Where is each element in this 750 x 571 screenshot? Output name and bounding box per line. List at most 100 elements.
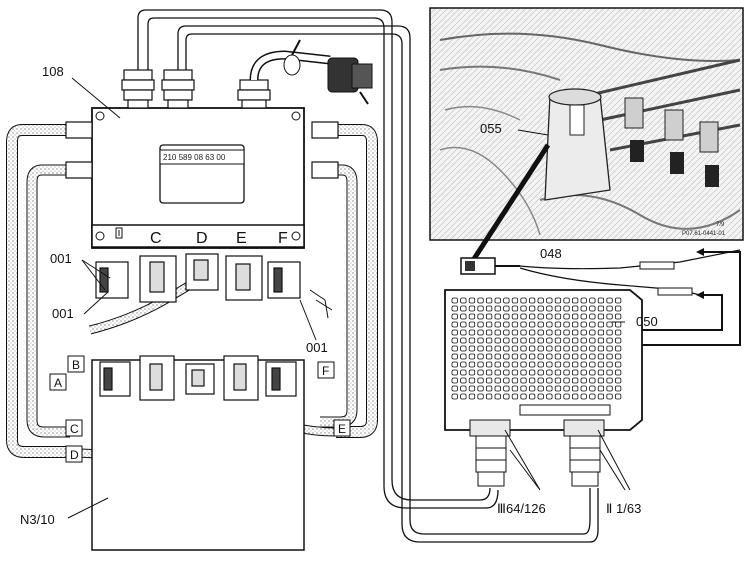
heat-sink-cell: [546, 377, 553, 384]
heat-sink-cell: [520, 361, 527, 368]
connector-label-d: D: [196, 230, 208, 247]
heat-sink-cell: [460, 361, 467, 368]
heat-sink-cell: [537, 297, 544, 304]
heat-sink-cell: [597, 337, 605, 344]
heat-sink-cell: [511, 369, 519, 376]
heat-sink-cell: [485, 369, 493, 376]
heat-sink-cell: [554, 361, 562, 368]
heat-sink-cell: [563, 385, 570, 392]
heat-sink-cell: [511, 361, 519, 368]
heat-sink-cell: [580, 329, 587, 336]
heat-sink-cell: [477, 321, 484, 328]
heat-sink-cell: [572, 385, 579, 392]
heat-sink-cell: [537, 305, 544, 312]
heat-sink-cell: [451, 329, 458, 336]
heat-sink-cell: [494, 353, 501, 360]
connector-label-c: C: [150, 230, 162, 247]
heat-sink-cell: [537, 329, 544, 336]
heat-sink-cell: [537, 393, 544, 400]
heat-sink-cell: [615, 393, 622, 400]
heat-sink-cell: [554, 305, 562, 312]
heat-sink-cell: [615, 377, 622, 384]
heat-sink-cell: [529, 377, 536, 384]
tag-d: D: [70, 448, 79, 462]
heat-sink-cell: [494, 369, 501, 376]
label-001-top: 001: [50, 251, 72, 266]
heat-sink-cell: [589, 337, 596, 344]
heat-sink-cell: [580, 297, 587, 304]
heat-sink-cell: [468, 297, 476, 304]
heat-sink-cell: [563, 345, 570, 352]
heat-sink-cell: [537, 385, 544, 392]
heat-sink-cell: [520, 313, 527, 320]
heat-sink-cell: [589, 361, 596, 368]
heat-sink-cell: [494, 385, 501, 392]
heat-sink-cell: [563, 353, 570, 360]
heat-sink-cell: [485, 377, 493, 384]
heat-sink-cell: [520, 345, 527, 352]
tag-f: F: [322, 364, 329, 378]
label-n3-10: N3/10: [20, 512, 55, 527]
heat-sink-cell: [520, 377, 527, 384]
heat-sink-cell: [546, 361, 553, 368]
heat-sink-cell: [606, 305, 613, 312]
heat-sink-cell: [615, 297, 622, 304]
heat-sink-cell: [554, 377, 562, 384]
heat-sink-cell: [589, 377, 596, 384]
heat-sink-cell: [451, 345, 458, 352]
heat-sink-cell: [485, 361, 493, 368]
heat-sink-cell: [529, 345, 536, 352]
heat-sink-cell: [563, 377, 570, 384]
heat-sink-cell: [537, 369, 544, 376]
heat-sink-cell: [563, 313, 570, 320]
heat-sink-cell: [503, 377, 510, 384]
heat-sink-cell: [597, 313, 605, 320]
heat-sink-cell: [485, 329, 493, 336]
heat-sink-cell: [494, 337, 501, 344]
heat-sink-cell: [477, 377, 484, 384]
heat-sink-cell: [520, 329, 527, 336]
heat-sink-cell: [606, 361, 613, 368]
heat-sink-cell: [546, 337, 553, 344]
heat-sink-cell: [572, 369, 579, 376]
heat-sink-cell: [451, 393, 458, 400]
heat-sink-cell: [460, 385, 467, 392]
heat-sink-cell: [554, 369, 562, 376]
heat-sink-cell: [554, 393, 562, 400]
heat-sink-cell: [615, 353, 622, 360]
heat-sink-cell: [589, 297, 596, 304]
tag-b: B: [72, 358, 80, 372]
heat-sink-cell: [511, 345, 519, 352]
heat-sink-cell: [520, 321, 527, 328]
heat-sink-cell: [554, 353, 562, 360]
heat-sink-cell: [485, 321, 493, 328]
heat-sink-cell: [451, 369, 458, 376]
heat-sink-cell: [597, 297, 605, 304]
heat-sink-cell: [615, 329, 622, 336]
heat-sink-cell: [606, 393, 613, 400]
heat-sink-cell: [503, 313, 510, 320]
heat-sink-cell: [468, 353, 476, 360]
heat-sink-cell: [554, 321, 562, 328]
heat-sink-cell: [451, 337, 458, 344]
heat-sink-cell: [529, 305, 536, 312]
heat-sink-cell: [494, 377, 501, 384]
heat-sink-cell: [589, 313, 596, 320]
heat-sink-cell: [460, 321, 467, 328]
label-plug-ii: Ⅱ 1/63: [606, 501, 641, 516]
heat-sink-cell: [597, 305, 605, 312]
heat-sink-cell: [460, 353, 467, 360]
heat-sink-cell: [460, 369, 467, 376]
label-055: 055: [480, 121, 502, 136]
heat-sink-cell: [572, 297, 579, 304]
heat-sink-cell: [572, 353, 579, 360]
heat-sink-cell: [520, 337, 527, 344]
heat-sink-cell: [546, 345, 553, 352]
heat-sink-cell: [606, 345, 613, 352]
heat-sink-cell: [529, 297, 536, 304]
heat-sink-cell: [511, 353, 519, 360]
heat-sink-cell: [460, 393, 467, 400]
heat-sink-cell: [606, 369, 613, 376]
heat-sink-cell: [494, 361, 501, 368]
